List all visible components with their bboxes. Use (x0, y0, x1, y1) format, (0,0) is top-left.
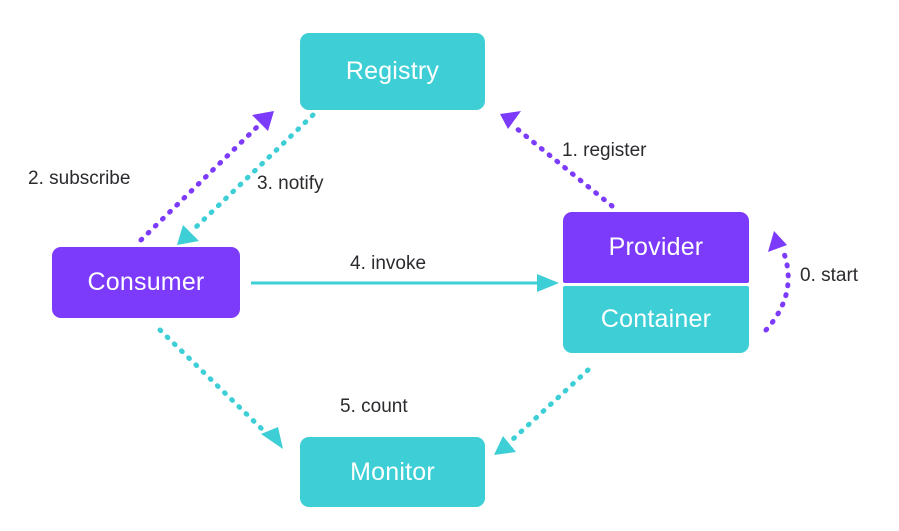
node-registry-label: Registry (345, 57, 440, 85)
edge-count-left-line (157, 327, 268, 435)
edge-count-left (157, 327, 283, 449)
edge-start-arrowhead (768, 231, 787, 252)
edge-count-right-line (509, 367, 591, 443)
edge-notify-line (192, 112, 316, 231)
edge-start (763, 231, 791, 333)
edge-label-notify: 3. notify (257, 173, 324, 194)
edge-label-subscribe: 2. subscribe (28, 168, 131, 189)
edge-start-arc (763, 245, 791, 333)
edge-invoke (251, 274, 559, 292)
edge-register-arrowhead (500, 111, 521, 129)
edge-subscribe (138, 111, 274, 243)
edge-count-right (494, 367, 591, 455)
edge-invoke-arrowhead (537, 274, 559, 292)
node-container[interactable]: Container (563, 286, 749, 353)
node-consumer-label: Consumer (87, 268, 205, 296)
edge-subscribe-arrowhead (252, 111, 274, 131)
node-consumer[interactable]: Consumer (52, 247, 240, 318)
edge-notify-arrowhead (177, 225, 199, 245)
node-monitor[interactable]: Monitor (300, 437, 485, 507)
edge-subscribe-line (138, 124, 260, 243)
edge-label-register: 1. register (562, 140, 647, 161)
node-container-label: Container (600, 305, 712, 333)
node-monitor-label: Monitor (350, 457, 435, 486)
edge-count-right-arrowhead (494, 436, 516, 455)
edge-count-left-arrowhead (261, 427, 283, 449)
edge-label-invoke: 4. invoke (350, 253, 427, 274)
node-registry[interactable]: Registry (300, 33, 485, 110)
edge-label-start: 0. start (800, 265, 859, 286)
edge-label-count: 5. count (340, 396, 408, 417)
node-provider-label: Provider (608, 233, 704, 261)
node-provider[interactable]: Provider (563, 212, 749, 283)
